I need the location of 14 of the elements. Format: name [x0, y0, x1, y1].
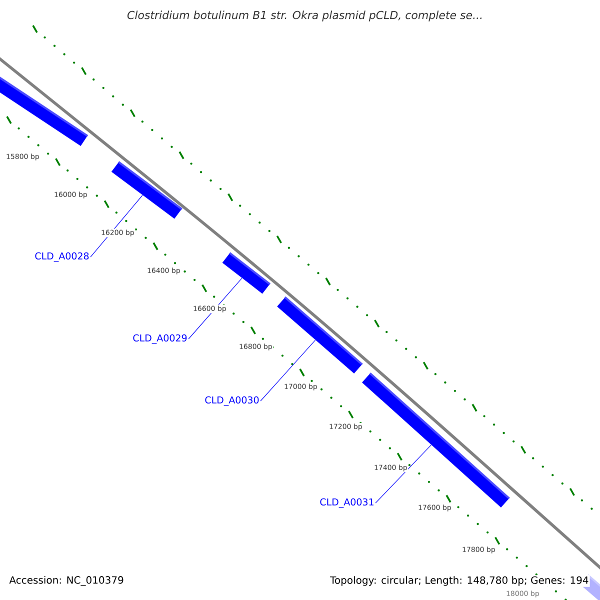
gene-label: CLD_A0028 [35, 252, 89, 262]
gene-label: CLD_A0030 [205, 396, 259, 406]
title: Clostridium botulinum B1 str. Okra plasmid pCLD, complete se... [127, 10, 482, 22]
leader-line [375, 444, 432, 504]
leader-line [90, 194, 143, 258]
gene-feature-bar [222, 252, 271, 294]
gene-feature-bar [111, 161, 182, 219]
gene-feature-bar [0, 76, 88, 146]
gene-label: CLD_A0029 [133, 334, 187, 344]
gene-feature-bar [277, 296, 363, 374]
gene-label: CLD_A0031 [320, 498, 374, 508]
leader-line [260, 340, 316, 402]
info-text: Accession: NC_010379 [8, 575, 125, 587]
info-text: Topology: circular; Length: 148,780 bp; Genes: 194 [329, 575, 590, 587]
